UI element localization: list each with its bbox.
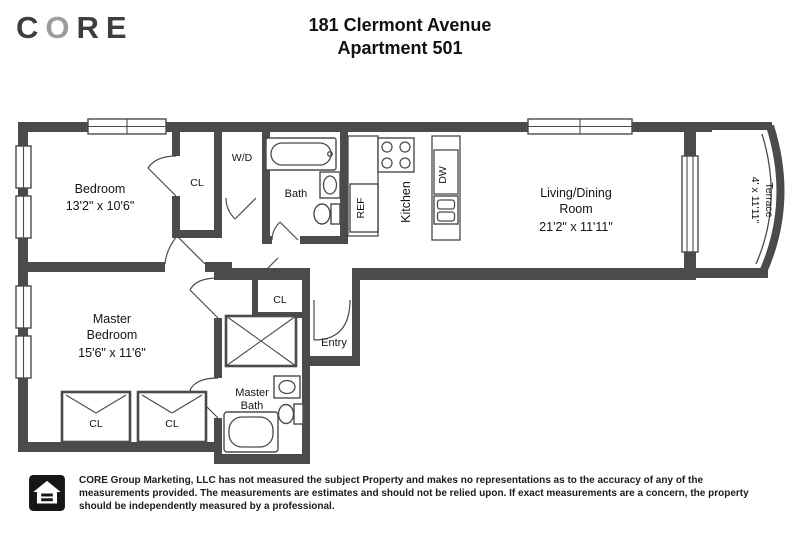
entry-label: Entry [321,337,347,349]
interior-walls [18,132,694,464]
logo-letter-o: O [45,10,77,45]
dw-label: DW [437,166,449,184]
bedroom-door [164,235,206,265]
wd-door [225,197,257,220]
bath-label: Bath [285,188,308,200]
bath-toilet-icon [313,203,341,225]
doors [147,155,351,419]
living-label-1: Living/Dining [540,186,612,200]
closet-b-bifold-door [141,394,203,414]
masterbath-tub-icon [223,411,279,453]
bedroom-label: Bedroom [75,182,126,196]
closet-a-label: CL [89,418,103,430]
bedroom-closet-door [147,155,177,197]
master-bath-label-2: Bath [241,400,264,412]
terrace-door-window [681,155,699,253]
logo-letter-e: E [105,10,134,45]
master-bedroom-label-1: Master [93,312,131,326]
title-block: 181 Clermont Avenue Apartment 501 [180,14,620,61]
terrace-curved-wall [759,124,785,274]
logo-letter-c: C [16,10,46,45]
disclaimer-text: CORE Group Marketing, LLC has not measur… [79,475,749,512]
core-logo: CORE [16,12,134,43]
footer: CORE Group Marketing, LLC has not measur… [28,474,751,513]
master-bedroom-label-2: Bedroom [87,328,138,342]
bath-door [271,221,299,241]
refrigerator-icon [349,183,379,233]
entry-door [313,299,351,341]
dishwasher-icon [433,149,459,195]
hall-closet-door [259,257,279,277]
master-bedroom-dims: 15'6" x 11'6" [78,346,146,360]
logo-letter-r: R [76,10,106,45]
master-bedroom-door [189,277,219,319]
masterbath-toilet-icon [277,403,304,425]
equal-housing-icon [28,474,66,512]
closet-a-bifold-door [65,394,127,414]
bedroom-dims: 13'2" x 10'6" [66,199,135,213]
hall-closet-label: CL [273,294,287,306]
living-dims: 21'2" x 11'11" [539,220,613,234]
windows [15,118,699,379]
closet-b [136,390,208,444]
bottom-closets [60,390,208,444]
kitchen-sink-icon [433,195,459,225]
bedroom-closet-label: CL [190,177,204,189]
page-title: 181 Clermont Avenue [308,15,492,35]
closet-b-label: CL [165,418,179,430]
masterbath-sink-icon [273,375,301,399]
closet-a [60,390,132,444]
ref-label: REF [355,198,367,219]
wd-label: W/D [232,152,253,164]
terrace-dims: 4' x 11'11" [749,177,761,224]
terrace-label: Terrace [763,182,775,217]
room-labels: Bedroom 13'2" x 10'6" CL W/D Bath Kitche… [66,152,775,430]
shower-icon [224,314,298,368]
master-bath-label-1: Master [235,387,269,399]
stove-icon [377,137,415,173]
fixtures [60,135,461,453]
living-label-2: Room [559,202,592,216]
bathtub-icon [265,137,337,171]
page-subtitle: Apartment 501 [337,38,463,59]
kitchen-label: Kitchen [399,181,413,223]
terrace-railing [755,133,772,265]
bath-sink-icon [319,171,341,199]
